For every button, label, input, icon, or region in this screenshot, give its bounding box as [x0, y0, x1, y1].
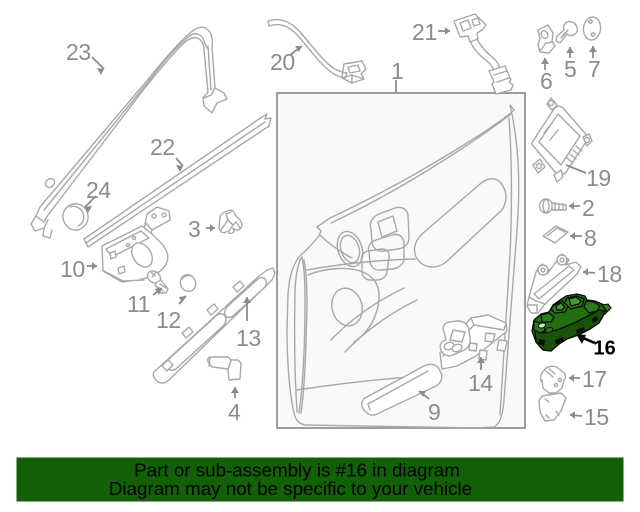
svg-text:19: 19: [586, 165, 611, 191]
svg-text:23: 23: [66, 39, 91, 65]
svg-text:6: 6: [540, 68, 552, 94]
svg-text:10: 10: [60, 256, 85, 282]
svg-text:Diagram may not be specific to: Diagram may not be specific to your vehi…: [109, 478, 472, 499]
svg-text:4: 4: [228, 399, 241, 425]
svg-text:16: 16: [594, 338, 616, 360]
svg-text:24: 24: [86, 177, 111, 203]
svg-text:1: 1: [391, 58, 403, 84]
svg-text:5: 5: [564, 56, 576, 82]
svg-text:7: 7: [588, 56, 600, 82]
svg-text:13: 13: [236, 325, 261, 351]
svg-text:22: 22: [150, 134, 175, 160]
svg-text:2: 2: [582, 195, 594, 221]
svg-text:12: 12: [156, 307, 181, 333]
svg-text:11: 11: [127, 291, 150, 317]
svg-text:3: 3: [188, 216, 200, 242]
svg-text:15: 15: [584, 404, 609, 430]
svg-text:8: 8: [584, 225, 596, 251]
svg-text:9: 9: [428, 399, 440, 425]
svg-text:18: 18: [597, 261, 622, 287]
svg-text:14: 14: [468, 370, 493, 396]
svg-text:21: 21: [412, 19, 437, 45]
svg-text:17: 17: [582, 366, 607, 392]
svg-text:20: 20: [270, 49, 295, 75]
svg-text:Part or sub-assembly is #16 in: Part or sub-assembly is #16 in diagram: [134, 460, 460, 481]
